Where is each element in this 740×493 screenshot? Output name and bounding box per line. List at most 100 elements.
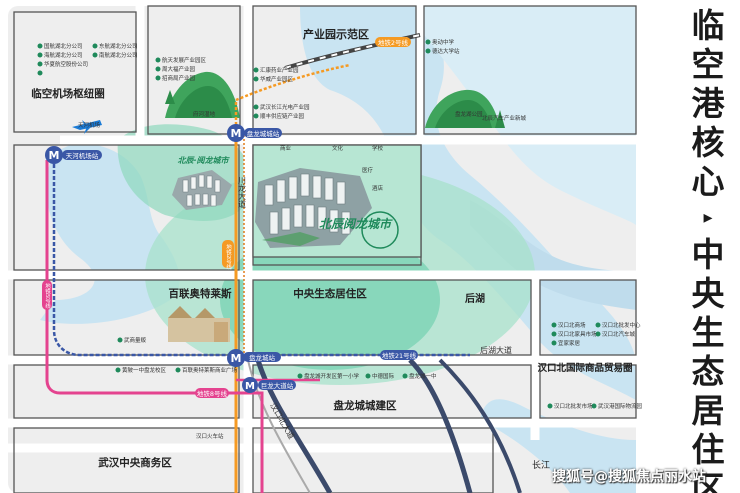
title-char: 心 (691, 162, 725, 201)
title-char: 空 (691, 45, 725, 84)
poi-label: 汇康药业产业园 (260, 66, 299, 74)
metro-marker-airport[interactable]: M (45, 146, 63, 164)
metro-marker-panlong[interactable]: M (227, 349, 245, 367)
west-project-render (172, 170, 232, 210)
poi-label: 汉口北汽车城 (602, 330, 636, 338)
svg-text:M: M (231, 352, 242, 365)
metro-label-tianhe: 天河机场站 (66, 151, 99, 160)
metro-label-panlong-station: 盘龙城站 (249, 353, 276, 362)
poi-label: 顺丰供应链产业园 (260, 112, 305, 120)
title-char: 临 (691, 6, 725, 45)
svg-text:M: M (245, 381, 255, 392)
svg-text:M: M (49, 149, 60, 162)
poi-label: 东航湖北分公司 (99, 42, 138, 50)
district-panlong-city: 盘龙城城建区 (334, 399, 397, 412)
airplane-icon (72, 120, 102, 134)
district-eco-residential: 中央生态居住区 (293, 287, 367, 300)
metro-label-line21: 地铁21号线 (382, 351, 417, 360)
watermark: 搜狐号@搜狐焦点丽水站 (552, 469, 706, 485)
metro-label-panlong-city-station: 盘龙城城站 (247, 129, 280, 138)
metro-lines (45, 63, 470, 493)
poi-label: 宜家家居 (558, 339, 581, 347)
district-industrial-park: 产业园示范区 (303, 27, 369, 41)
river-band (470, 200, 636, 310)
block-outlines (13, 5, 637, 493)
title-char: 中 (691, 235, 725, 274)
road-chuanlong: 川龙大道 (238, 176, 247, 209)
metro-label-line2-north: 地铁2号线 (378, 38, 409, 47)
poi-label: 周大福产业园 (162, 65, 196, 73)
poi-label: 医疗 (362, 166, 374, 174)
poi-label: 盘龙城一中 (409, 372, 437, 380)
poi-label: 汉口北商场 (558, 321, 586, 329)
poi-label: 汉口火车站 (196, 432, 224, 440)
poi-label: 南航湖北分公司 (99, 51, 138, 59)
poi-label: 汉口北批发中心 (602, 321, 641, 329)
poi-label: 华夏航空股份公司 (44, 60, 88, 68)
poi-label: 中德国际 (372, 372, 395, 380)
metro-label-line2: 地铁2号线 (225, 243, 232, 270)
svg-text:M: M (231, 127, 242, 140)
poi-label: 文化 (332, 144, 344, 152)
title-line-2: 中央生态居住区 (692, 235, 725, 493)
poi-label: 汉口北家具市场 (558, 330, 597, 338)
poi-label: 国航湖北分公司 (44, 42, 83, 50)
poi-label: 学校 (372, 144, 384, 152)
poi-label: 汉口北批发市场 (554, 402, 593, 410)
title-char: 核 (691, 123, 725, 162)
poi-label: 盘龙城开发区第一小学 (304, 372, 360, 380)
project-brand-small: 北辰·阅龙城市 (177, 156, 230, 165)
district-wuhan-cbd: 武汉中央商务区 (98, 456, 172, 469)
poi-label: 武商量贩 (124, 336, 147, 344)
title-char: 生 (691, 313, 725, 352)
title-line-1: 临空港核心 (692, 6, 725, 201)
poi-label: 德达大学站 (432, 47, 460, 55)
vertical-title: 临空港核心 ▸ 中央生态居住区 (676, 6, 740, 493)
title-char: 央 (691, 274, 725, 313)
poi-label: 航天发展产业园区 (162, 56, 207, 64)
poi-label: 招商局产业园 (162, 74, 196, 82)
title-char: 区 (691, 469, 725, 493)
water-northeast (420, 6, 636, 225)
district-lake: 后湖 (465, 292, 485, 305)
title-separator: ▸ (703, 207, 713, 228)
poi-dots (37, 39, 601, 409)
hill-east-icon (425, 89, 505, 128)
title-char: 居 (691, 391, 725, 430)
road-houhu: 后湖大道 (480, 345, 512, 355)
project-brand: 北辰阅龙城市 (319, 217, 393, 231)
metro-label-line5: 地铁5号线 (44, 282, 51, 309)
district-airport-hub: 临空机场枢纽圈 (31, 87, 105, 100)
poi-label: 北辰汽车产业新城 (482, 114, 527, 122)
project-render (255, 168, 372, 248)
label-changjiang: 长江 (532, 459, 550, 471)
title-char: 住 (691, 430, 725, 469)
poi-label: 黄陂一中盘龙校区 (122, 366, 167, 374)
poi-label: 盘龙湖公园 (455, 110, 483, 118)
road-grid (8, 6, 636, 493)
metro-marker-juyuan[interactable]: M (242, 377, 258, 393)
district-outlets: 百联奥特莱斯 (169, 287, 232, 300)
metro-marker-chuanlong[interactable]: M (227, 124, 245, 142)
poi-label: 酒店 (372, 184, 384, 192)
title-char: 港 (691, 84, 725, 123)
poi-label: 海航湖北分公司 (44, 51, 83, 59)
district-hankou-north: 汉口北国际商品贸易圈 (537, 362, 632, 374)
hill-west-icon (165, 71, 240, 118)
rail-lines (247, 33, 522, 493)
metro-label-line8: 地铁8号线 (197, 389, 228, 398)
poi-label: 百联奥特莱斯商业广场 (182, 366, 238, 374)
poi-label: 武汉港国际物流园 (598, 402, 643, 410)
poi-label: 华威产业园区 (260, 75, 294, 83)
title-char: 态 (691, 352, 725, 391)
poi-label: 武汉长江光电产业园 (260, 103, 310, 111)
metro-label-juyuan: 巨龙大道站 (261, 381, 294, 390)
poi-label: 府河湿地 (193, 110, 216, 118)
poi-label: 天河机场 (78, 121, 101, 129)
outlets-render (168, 306, 230, 342)
poi-label: 商业 (280, 144, 292, 152)
project-brand-badge (361, 211, 399, 249)
